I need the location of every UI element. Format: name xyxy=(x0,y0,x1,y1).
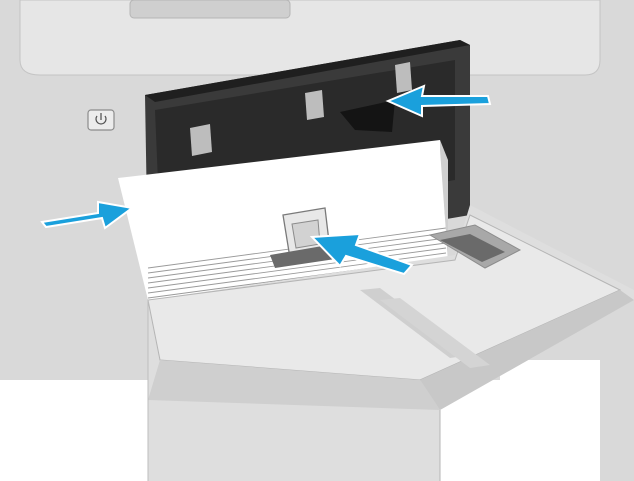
power-button[interactable] xyxy=(87,109,115,131)
rear-guides xyxy=(190,62,412,156)
input-tray[interactable] xyxy=(147,205,634,481)
power-icon xyxy=(95,113,107,125)
left-guide-arrow xyxy=(40,200,135,230)
length-guide-arrow xyxy=(309,232,414,276)
right-guide-arrow xyxy=(385,84,492,118)
